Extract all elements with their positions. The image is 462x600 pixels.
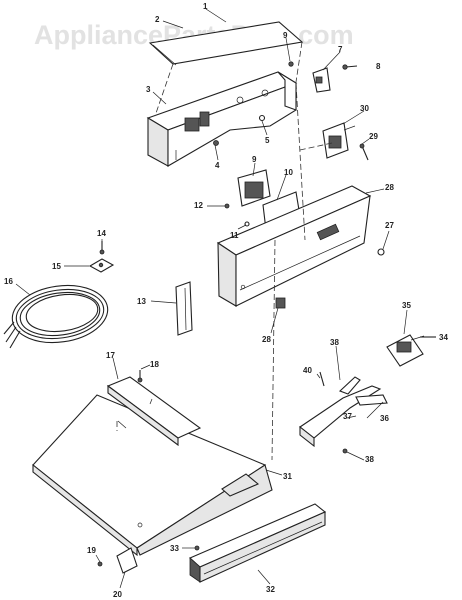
- callout-9-top: 9: [283, 31, 288, 40]
- callout-2: 2: [155, 15, 160, 24]
- alignment-lines: [116, 41, 333, 461]
- part-16-wire-harness: [3, 284, 109, 349]
- callout-14: 14: [97, 229, 106, 238]
- part-3-housing-box: [146, 71, 298, 167]
- part-30-switch: [322, 122, 356, 159]
- callout-5: 5: [265, 136, 270, 145]
- callout-11: 11: [230, 231, 239, 240]
- leader-lines: [15, 8, 408, 589]
- callout-8: 8: [376, 62, 381, 71]
- part-27-screw: [377, 248, 385, 256]
- callout-37: 37: [343, 412, 352, 421]
- callout-labels: 1 2 3 4 5 7 8 9 30 29 9 10 28 12 11 27 1…: [4, 2, 448, 599]
- part-13-end-cap: [175, 281, 193, 336]
- part-19-screw: [97, 561, 103, 567]
- callout-28-top: 28: [385, 183, 394, 192]
- callout-29: 29: [369, 132, 378, 141]
- callout-13: 13: [137, 297, 146, 306]
- callout-28-mid: 28: [262, 335, 271, 344]
- callout-16: 16: [4, 277, 13, 286]
- callout-17: 17: [106, 351, 115, 360]
- callout-9-center: 9: [252, 155, 257, 164]
- part-29-screw: [359, 143, 369, 161]
- part-36-link: [355, 394, 388, 406]
- part-18-screw: [137, 370, 143, 383]
- part-7-bracket: [312, 67, 331, 93]
- callout-12: 12: [194, 201, 203, 210]
- part-8-screw: [342, 64, 358, 70]
- part-28-clip: [275, 297, 286, 309]
- part-40-pin: [319, 371, 325, 387]
- callout-19: 19: [87, 546, 96, 555]
- callout-36: 36: [380, 414, 389, 423]
- callout-3: 3: [146, 85, 151, 94]
- part-31-base-plate: [32, 394, 273, 557]
- callout-32: 32: [266, 585, 275, 594]
- part-35-latch-motor: [386, 334, 425, 367]
- part-32-front-trim: [188, 503, 327, 583]
- callout-27: 27: [385, 221, 394, 230]
- part-9-screw: [288, 61, 294, 67]
- part-37-lock-arm: [299, 376, 382, 448]
- part-33-screw: [194, 545, 200, 551]
- callout-38-upper: 38: [330, 338, 339, 347]
- callout-18: 18: [150, 360, 159, 369]
- part-4-clip: [213, 140, 219, 146]
- part-5-screw: [258, 114, 266, 122]
- part-26-control-panel: [216, 185, 372, 307]
- callout-20: 20: [113, 590, 122, 599]
- part-9-bezel: [237, 169, 271, 207]
- part-39-screw: [342, 448, 348, 454]
- callout-34: 34: [439, 333, 448, 342]
- callout-38-lower: 38: [365, 455, 374, 464]
- part-17-rear-rail: [106, 376, 202, 447]
- part-20-bracket: [116, 547, 138, 574]
- callout-31: 31: [283, 472, 292, 481]
- callout-4: 4: [215, 161, 220, 170]
- callout-10: 10: [284, 168, 293, 177]
- part-12-screw: [224, 203, 230, 209]
- callout-35: 35: [402, 301, 411, 310]
- callout-30: 30: [360, 104, 369, 113]
- callout-33: 33: [170, 544, 179, 553]
- callout-7: 7: [338, 45, 343, 54]
- callout-40: 40: [303, 366, 312, 375]
- callout-1: 1: [203, 2, 208, 11]
- part-15-clip: [88, 258, 115, 273]
- callout-15: 15: [52, 262, 61, 271]
